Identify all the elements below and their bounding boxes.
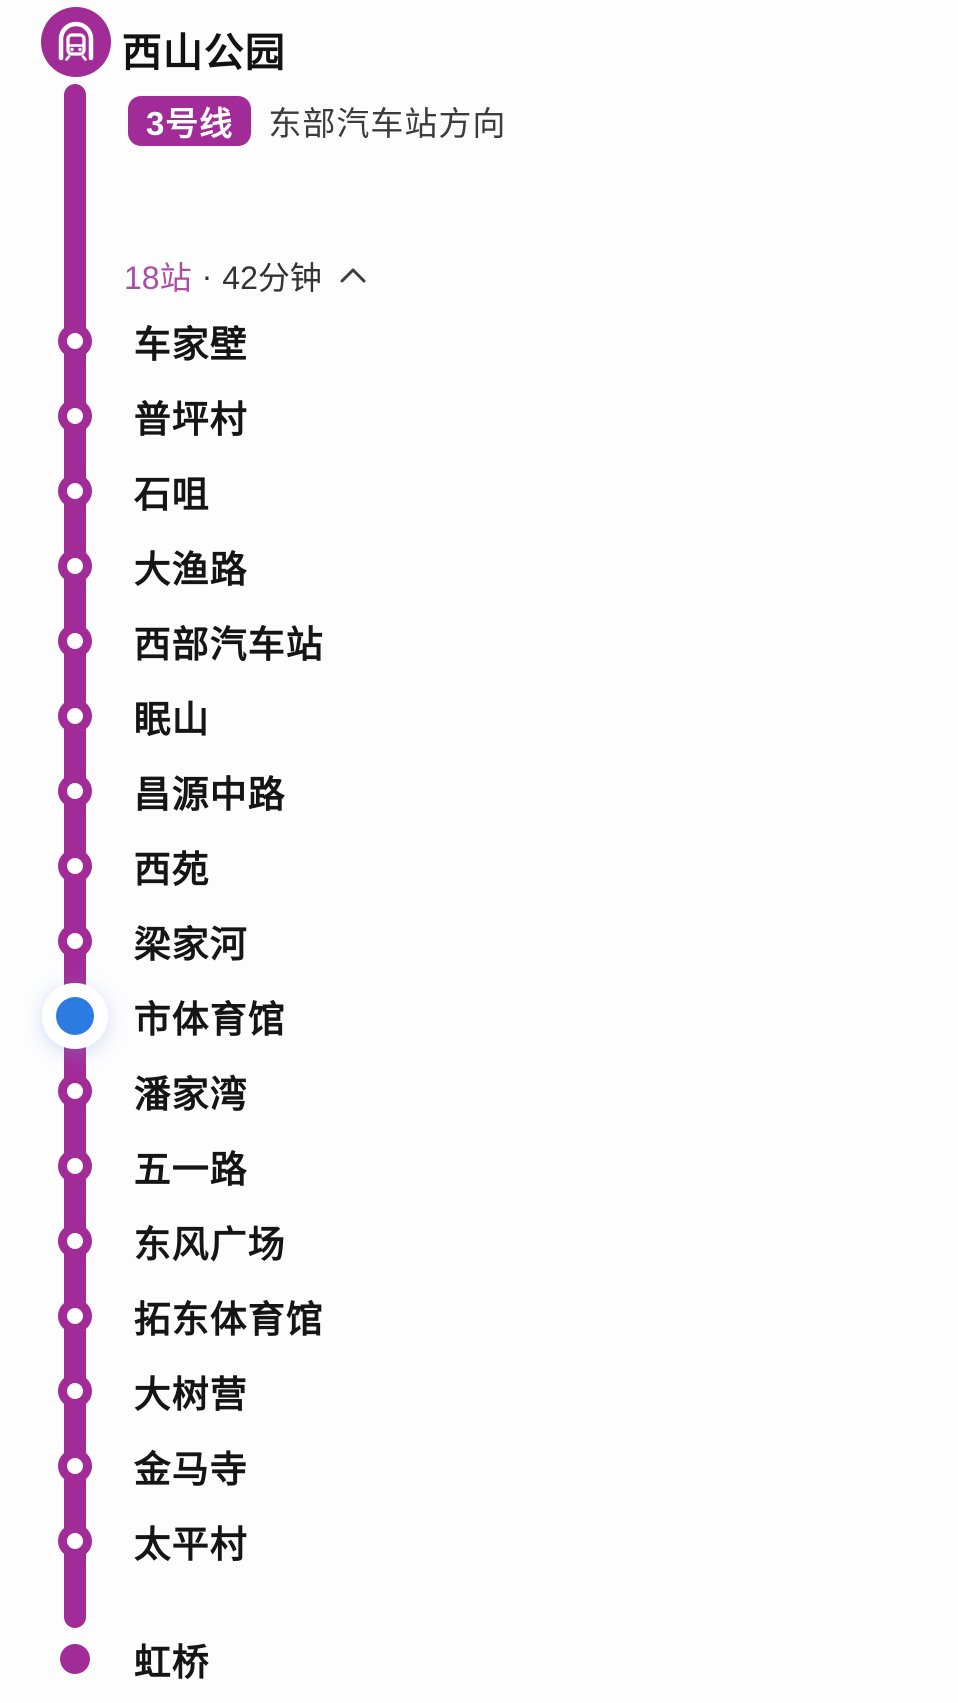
station-name: 大渔路 bbox=[134, 548, 248, 590]
station-name: 太平村 bbox=[134, 1523, 248, 1565]
line-badge: 3号线 bbox=[128, 96, 252, 146]
stop-marker bbox=[58, 398, 92, 433]
terminal-station-row: 虹桥 bbox=[0, 1621, 958, 1696]
station-row: 拓东体育馆 bbox=[0, 1278, 958, 1353]
station-name: 金马寺 bbox=[134, 1448, 248, 1490]
current-location-marker bbox=[56, 996, 94, 1035]
direction-label: 东部汽车站方向 bbox=[268, 105, 507, 142]
duration-label: 42分钟 bbox=[222, 260, 322, 296]
station-row-current: 市体育馆 bbox=[0, 978, 958, 1053]
terminal-stop-marker bbox=[60, 1643, 90, 1674]
station-row: 东风广场 bbox=[0, 1203, 958, 1278]
stop-marker bbox=[58, 923, 92, 958]
stop-marker bbox=[58, 848, 92, 883]
station-row: 石咀 bbox=[0, 453, 958, 528]
stop-marker bbox=[58, 1073, 92, 1108]
station-row: 普坪村 bbox=[0, 378, 958, 453]
stop-marker bbox=[58, 1523, 92, 1558]
station-name: 拓东体育馆 bbox=[134, 1298, 324, 1340]
station-row: 车家壁 bbox=[0, 303, 958, 378]
station-row: 大树营 bbox=[0, 1353, 958, 1428]
station-name: 石咀 bbox=[134, 473, 210, 515]
station-name: 昌源中路 bbox=[134, 773, 286, 815]
station-name: 五一路 bbox=[134, 1148, 248, 1190]
stop-marker bbox=[58, 1223, 92, 1258]
station-name: 梁家河 bbox=[134, 923, 248, 965]
station-name: 虹桥 bbox=[134, 1641, 210, 1683]
line-info-row: 3号线 东部汽车站方向 bbox=[128, 96, 506, 146]
stops-count-label: 18站 bbox=[124, 260, 192, 296]
stops-summary-toggle[interactable]: 18站 · 42分钟 bbox=[124, 256, 368, 296]
station-row: 太平村 bbox=[0, 1503, 958, 1578]
station-row: 西部汽车站 bbox=[0, 603, 958, 678]
station-row: 眠山 bbox=[0, 678, 958, 753]
station-row: 昌源中路 bbox=[0, 753, 958, 828]
station-name: 大树营 bbox=[134, 1373, 248, 1415]
station-row: 西苑 bbox=[0, 828, 958, 903]
station-name: 市体育馆 bbox=[134, 998, 286, 1040]
stop-marker bbox=[58, 473, 92, 508]
separator-dot: · bbox=[201, 257, 213, 294]
metro-train-icon bbox=[40, 6, 112, 78]
station-name: 眠山 bbox=[134, 698, 210, 740]
station-row: 大渔路 bbox=[0, 528, 958, 603]
stop-marker bbox=[58, 1373, 92, 1408]
stop-marker bbox=[58, 323, 92, 358]
origin-station-name: 西山公园 bbox=[122, 31, 286, 75]
station-name: 普坪村 bbox=[134, 398, 248, 440]
stop-marker bbox=[58, 548, 92, 583]
station-name: 西苑 bbox=[134, 848, 210, 890]
station-name: 车家壁 bbox=[134, 323, 248, 365]
stop-marker bbox=[58, 623, 92, 658]
stop-marker bbox=[58, 1148, 92, 1183]
station-name: 东风广场 bbox=[134, 1223, 286, 1265]
stop-marker bbox=[58, 773, 92, 808]
station-name: 潘家湾 bbox=[134, 1073, 248, 1115]
station-name: 西部汽车站 bbox=[134, 623, 324, 665]
stop-marker bbox=[58, 1298, 92, 1333]
station-row: 五一路 bbox=[0, 1128, 958, 1203]
stop-marker bbox=[58, 698, 92, 733]
chevron-up-icon[interactable] bbox=[338, 265, 368, 287]
station-row: 金马寺 bbox=[0, 1428, 958, 1503]
station-row: 潘家湾 bbox=[0, 1053, 958, 1128]
stop-marker bbox=[58, 1448, 92, 1483]
station-row: 梁家河 bbox=[0, 903, 958, 978]
